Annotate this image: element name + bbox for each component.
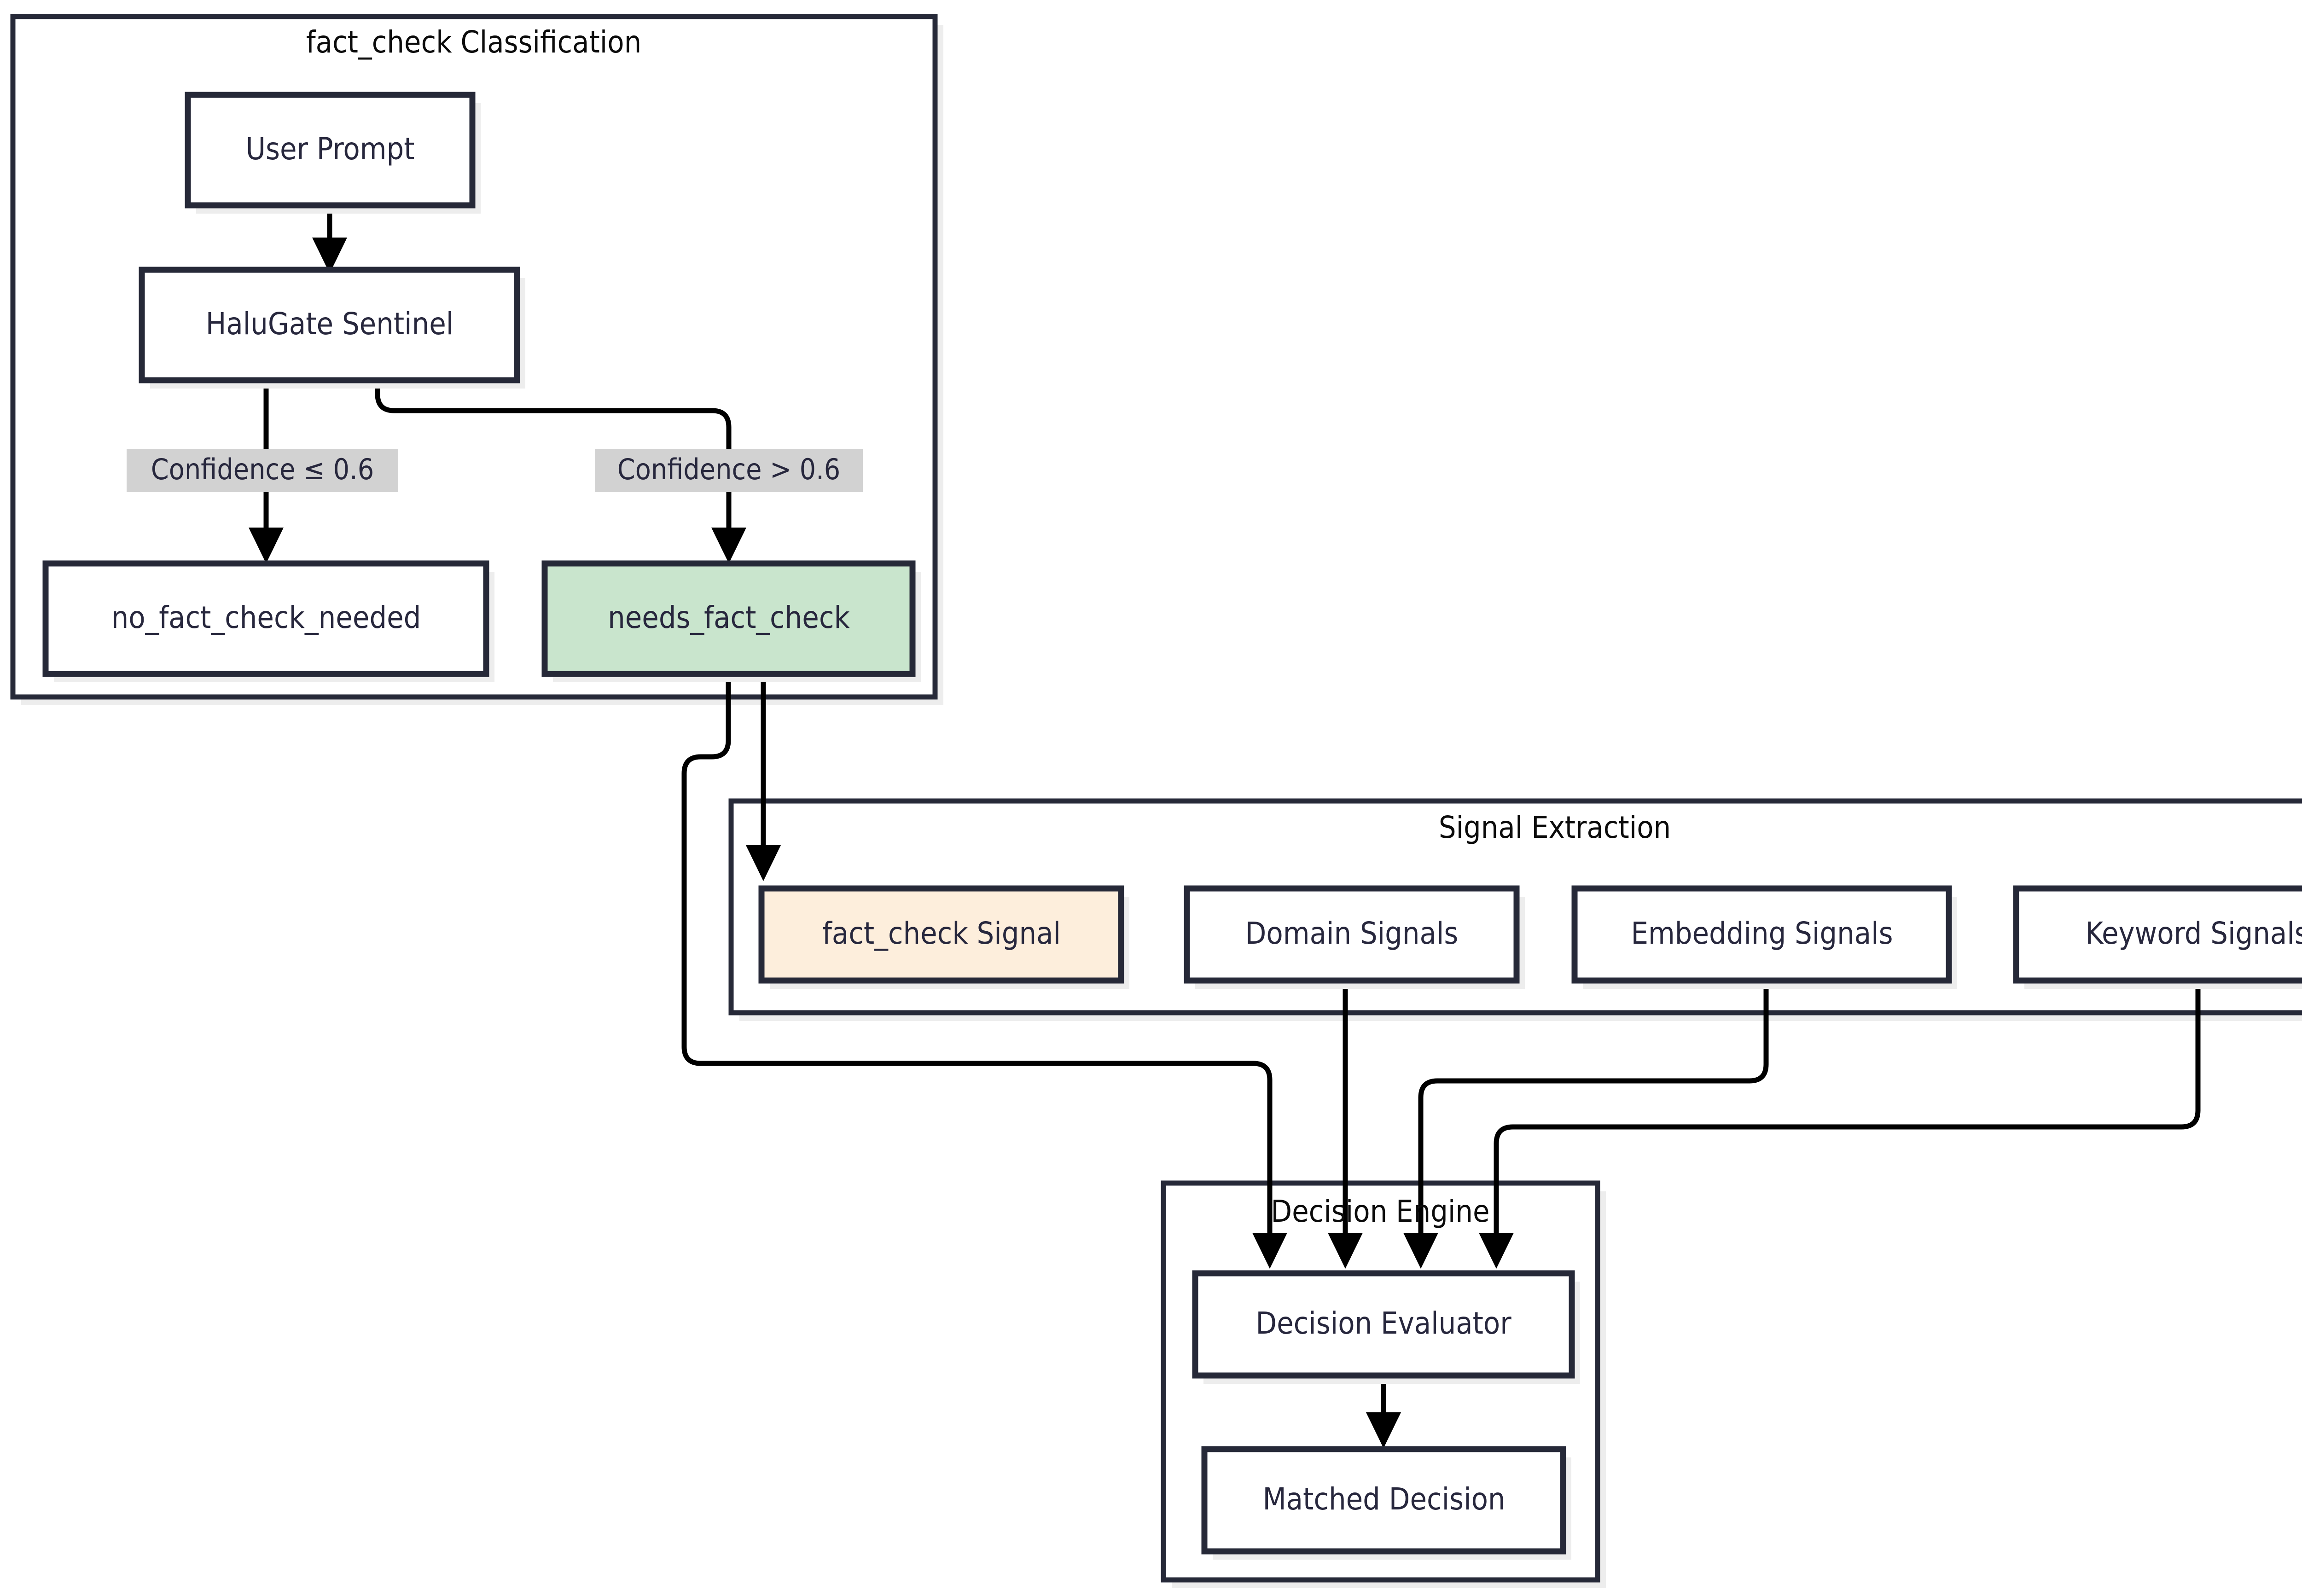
node-needs-fact-check[interactable]: needs_fact_check	[541, 560, 921, 682]
node-user-prompt[interactable]: User Prompt	[185, 92, 481, 214]
edge-label-text: Confidence > 0.6	[617, 453, 841, 486]
node-box[interactable]	[139, 267, 520, 383]
arrowhead	[249, 528, 284, 563]
arrowhead	[1328, 1233, 1363, 1269]
node-label: needs_fact_check	[608, 600, 850, 635]
node-box[interactable]	[42, 560, 489, 677]
subgraph-title-classification: fact_check Classification	[306, 24, 641, 60]
node-box[interactable]	[1184, 885, 1520, 984]
node-domain-signals[interactable]: Domain Signals	[1184, 885, 1525, 989]
arrowhead	[1479, 1233, 1514, 1269]
node-label: fact_check Signal	[822, 916, 1061, 951]
arrowhead	[1252, 1233, 1287, 1269]
node-label: Domain Signals	[1245, 916, 1459, 951]
node-decision-evaluator[interactable]: Decision Evaluator	[1192, 1270, 1580, 1384]
arrowhead	[1403, 1233, 1438, 1269]
node-no-fact-check-needed[interactable]: no_fact_check_needed	[42, 560, 494, 682]
node-matched-decision[interactable]: Matched Decision	[1201, 1446, 1571, 1560]
node-box[interactable]	[541, 560, 916, 677]
node-box[interactable]	[1201, 1446, 1566, 1555]
edge-needs-fact-check-to-evaluator	[681, 674, 1287, 1269]
node-label: Embedding Signals	[1631, 916, 1893, 951]
arrowhead	[746, 845, 781, 881]
arrowhead	[312, 238, 347, 273]
node-halugate-sentinel[interactable]: HaluGate Sentinel	[139, 267, 525, 389]
edge-label-confidence-low: Confidence ≤ 0.6	[127, 449, 398, 492]
edge-domain-signals-to-evaluator	[1328, 981, 1363, 1269]
arrowhead	[711, 528, 746, 563]
node-box[interactable]	[1192, 1270, 1575, 1379]
node-keyword-signals[interactable]: Keyword Signals	[2013, 885, 2302, 989]
node-embedding-signals[interactable]: Embedding Signals	[1571, 885, 1957, 989]
node-label: Keyword Signals	[2085, 916, 2302, 951]
edge-embedding-signals-to-evaluator	[1403, 981, 1769, 1269]
edge-label-bg	[127, 449, 398, 492]
edge-label-bg	[595, 449, 863, 492]
node-box[interactable]	[758, 885, 1124, 984]
node-label: Decision Evaluator	[1256, 1306, 1511, 1341]
node-box[interactable]	[2013, 885, 2302, 984]
edge-label-text: Confidence ≤ 0.6	[151, 453, 374, 486]
node-label: Matched Decision	[1262, 1481, 1505, 1517]
edge-halugate-to-needs-fact-check	[375, 380, 746, 563]
node-box[interactable]	[1571, 885, 1952, 984]
subgraph-title-signal-extraction: Signal Extraction	[1439, 810, 1671, 845]
subgraph-title-decision-engine: Decision Engine	[1271, 1194, 1489, 1229]
node-layer: User Prompt HaluGate Sentinel no_fact_ch…	[42, 92, 2302, 1560]
edge-label-confidence-high: Confidence > 0.6	[595, 449, 863, 492]
arrowhead	[1366, 1412, 1401, 1448]
node-label: no_fact_check_needed	[111, 600, 421, 635]
node-fact-check-signal[interactable]: fact_check Signal	[758, 885, 1129, 989]
edge-keyword-signals-to-evaluator	[1479, 981, 2201, 1269]
node-label: HaluGate Sentinel	[206, 306, 454, 342]
node-label: User Prompt	[246, 131, 415, 167]
edge-needs-fact-check-to-fact-check-signal	[746, 674, 781, 881]
edge-label-layer: Confidence ≤ 0.6 Confidence > 0.6	[127, 449, 863, 492]
node-box[interactable]	[185, 92, 476, 209]
